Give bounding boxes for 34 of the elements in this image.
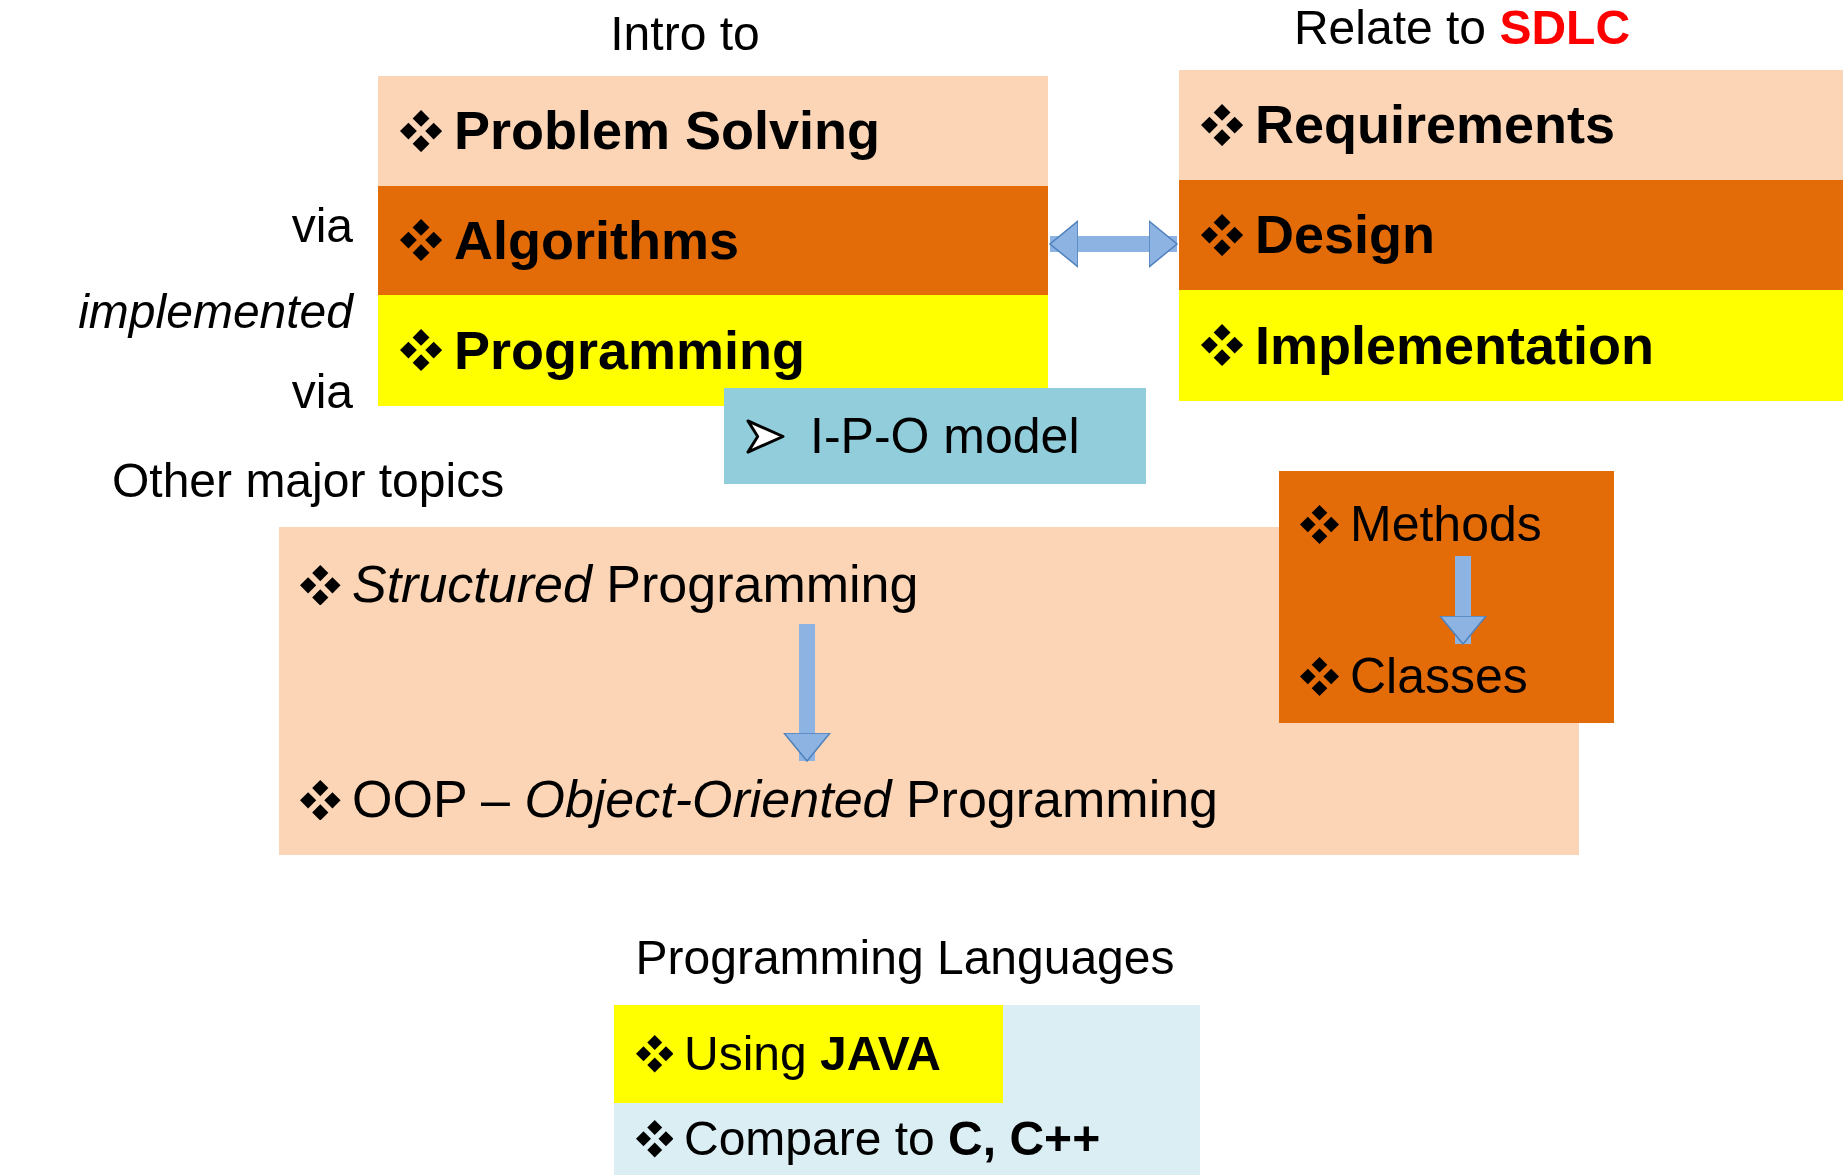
heading-text: Programming Languages [635,932,1175,985]
block-arrow [1439,556,1487,645]
concepts-box [1279,471,1614,723]
model-box [724,388,1146,484]
item-text: Methods [1350,496,1542,552]
block-arrow [1049,220,1178,268]
item-text: Using JAVA [684,1027,941,1081]
phase-bar [1179,290,1843,401]
block-arrow [783,624,831,762]
phase-bar [1179,70,1843,180]
heading-text: Intro to [610,8,760,61]
topic-bar [378,186,1048,295]
item-text: Programming [454,320,806,381]
heading-text: via [291,366,353,419]
item-text: I-P-O model [810,408,1080,464]
topic-bar [378,76,1048,186]
item-text: Implementation [1255,315,1655,376]
item-text: Requirements [1255,95,1616,155]
language-bar [614,1005,1003,1103]
item-text: Classes [1350,648,1528,704]
topics-panel [279,527,1279,855]
item-text: Design [1255,205,1436,265]
item-text: Compare to C, C++ [684,1112,1101,1166]
heading-text: Other major topics [112,455,505,508]
topic-bar [378,295,1048,406]
heading-text: implemented [78,286,353,339]
heading-text: Relate to SDLC [1293,2,1631,55]
heading-text: via [291,200,353,253]
item-text: Problem Solving [454,101,881,161]
phase-bar [1179,180,1843,290]
languages-panel [614,1005,1200,1175]
item-text: Algorithms [454,210,739,271]
item-text: Structured Programming [352,556,919,614]
item-text: OOP – Object-Oriented Programming [352,771,1219,829]
